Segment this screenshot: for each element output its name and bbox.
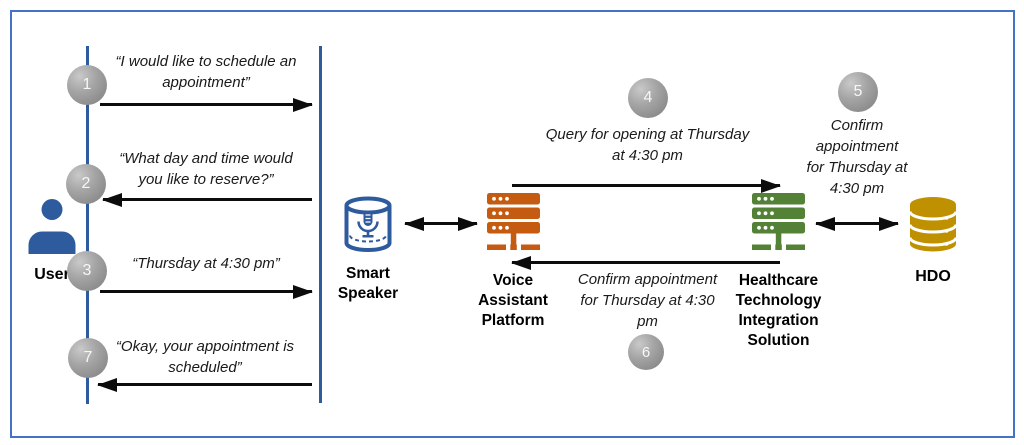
user-icon <box>28 199 76 254</box>
healthcare-integration-icon <box>752 193 805 250</box>
arrowhead-right-icon <box>293 284 313 299</box>
message-6-arrow <box>511 255 780 270</box>
arrowhead-right-icon <box>293 97 313 112</box>
arrowhead-left-icon <box>511 255 531 270</box>
message-1-arrow <box>100 97 313 112</box>
message-1-text: “I would like to schedule an appointment… <box>115 53 297 91</box>
message-6-text: Confirm appointment for Thursday at 4:30… <box>577 271 718 330</box>
step-circle-6: 6 <box>628 334 664 370</box>
message-3-arrow <box>100 284 313 299</box>
voice-assistant-platform-label: Voice Assistant Platform <box>478 272 548 329</box>
message-4-arrow <box>512 178 781 193</box>
step-circle-3: 3 <box>67 251 107 291</box>
dashed-base-icon <box>349 235 387 243</box>
step-circle-4: 4 <box>628 78 668 118</box>
smart-speaker-label: Smart Speaker <box>337 265 399 302</box>
step-circle-1: 1 <box>67 65 107 105</box>
message-7-arrow <box>97 377 312 392</box>
message-3-text: “Thursday at 4:30 pm” <box>132 255 280 272</box>
message-2-arrow <box>102 192 312 207</box>
step-circle-5: 5 <box>838 72 878 112</box>
speaker-platform-arrow <box>404 216 478 231</box>
message-2-text: “What day and time would you like to res… <box>119 150 293 188</box>
arrowhead-left-icon <box>102 192 122 207</box>
message-5-text: Confirm appointment for Thursday at 4:30… <box>806 117 908 197</box>
message-4-text: Query for opening at Thursday at 4:30 pm <box>545 126 750 164</box>
hdo-database-icon <box>908 197 958 252</box>
smart-speaker-lifeline <box>319 46 322 403</box>
step-circle-2: 2 <box>66 164 106 204</box>
smart-speaker-icon <box>344 196 392 252</box>
arrowhead-right-icon <box>879 216 899 231</box>
arrowhead-left-icon <box>404 216 424 231</box>
hdo-label: HDO <box>915 268 951 285</box>
arrowhead-right-icon <box>458 216 478 231</box>
voice-assistant-platform-icon <box>487 193 540 250</box>
integration-hdo-arrow <box>815 216 899 231</box>
user-label: User <box>34 266 70 283</box>
arrowhead-left-icon <box>97 377 117 392</box>
arrowhead-right-icon <box>761 178 781 193</box>
message-7-text: “Okay, your appointment is scheduled” <box>115 338 295 376</box>
microphone-icon <box>357 210 379 238</box>
user-lifeline <box>86 46 89 404</box>
healthcare-integration-label: Healthcare Technology Integration Soluti… <box>735 272 822 349</box>
step-circle-7: 7 <box>68 338 108 378</box>
arrowhead-left-icon <box>815 216 835 231</box>
